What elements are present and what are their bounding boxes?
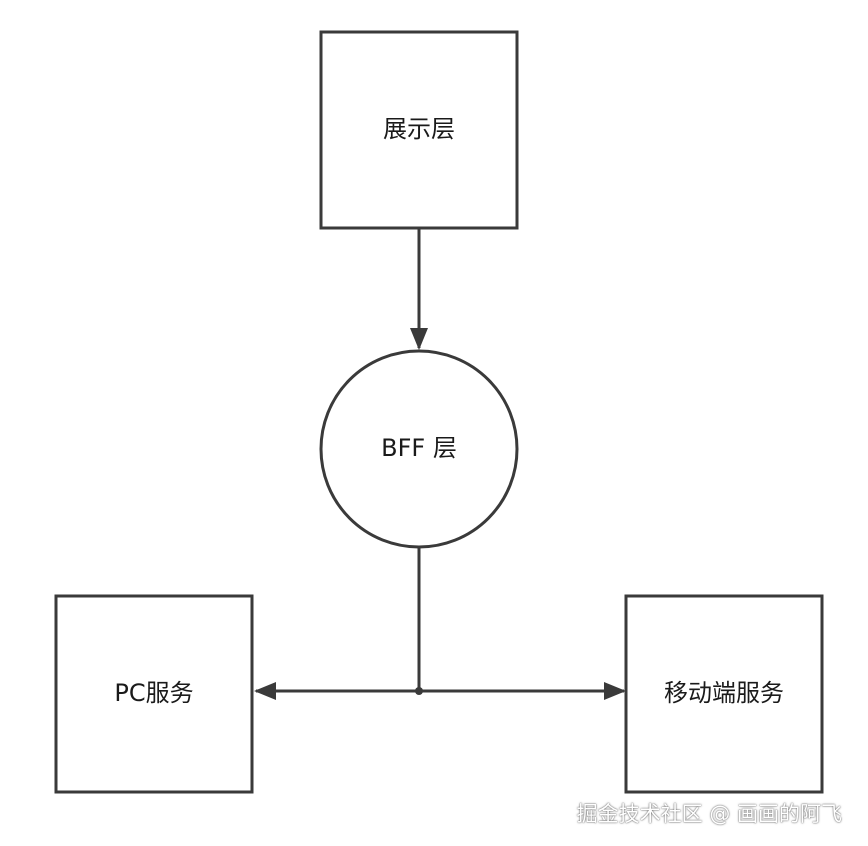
mobile-service-node: 移动端服务	[624, 594, 824, 794]
watermark-text: 掘金技术社区 @ 画画的阿飞	[576, 802, 842, 826]
mobile-service-label: 移动端服务	[664, 679, 784, 707]
bff-layer-label: BFF 层	[381, 434, 457, 462]
pc-service-node: PC服务	[54, 594, 254, 794]
mobile-service-box	[624, 594, 824, 794]
presentation-layer-box	[319, 30, 519, 230]
pc-service-box	[54, 594, 254, 794]
pc-service-label: PC服务	[114, 679, 193, 707]
presentation-layer-node: 展示层	[319, 30, 519, 230]
bff-layer-node: BFF 层	[319, 349, 519, 549]
presentation-layer-label: 展示层	[383, 115, 455, 143]
